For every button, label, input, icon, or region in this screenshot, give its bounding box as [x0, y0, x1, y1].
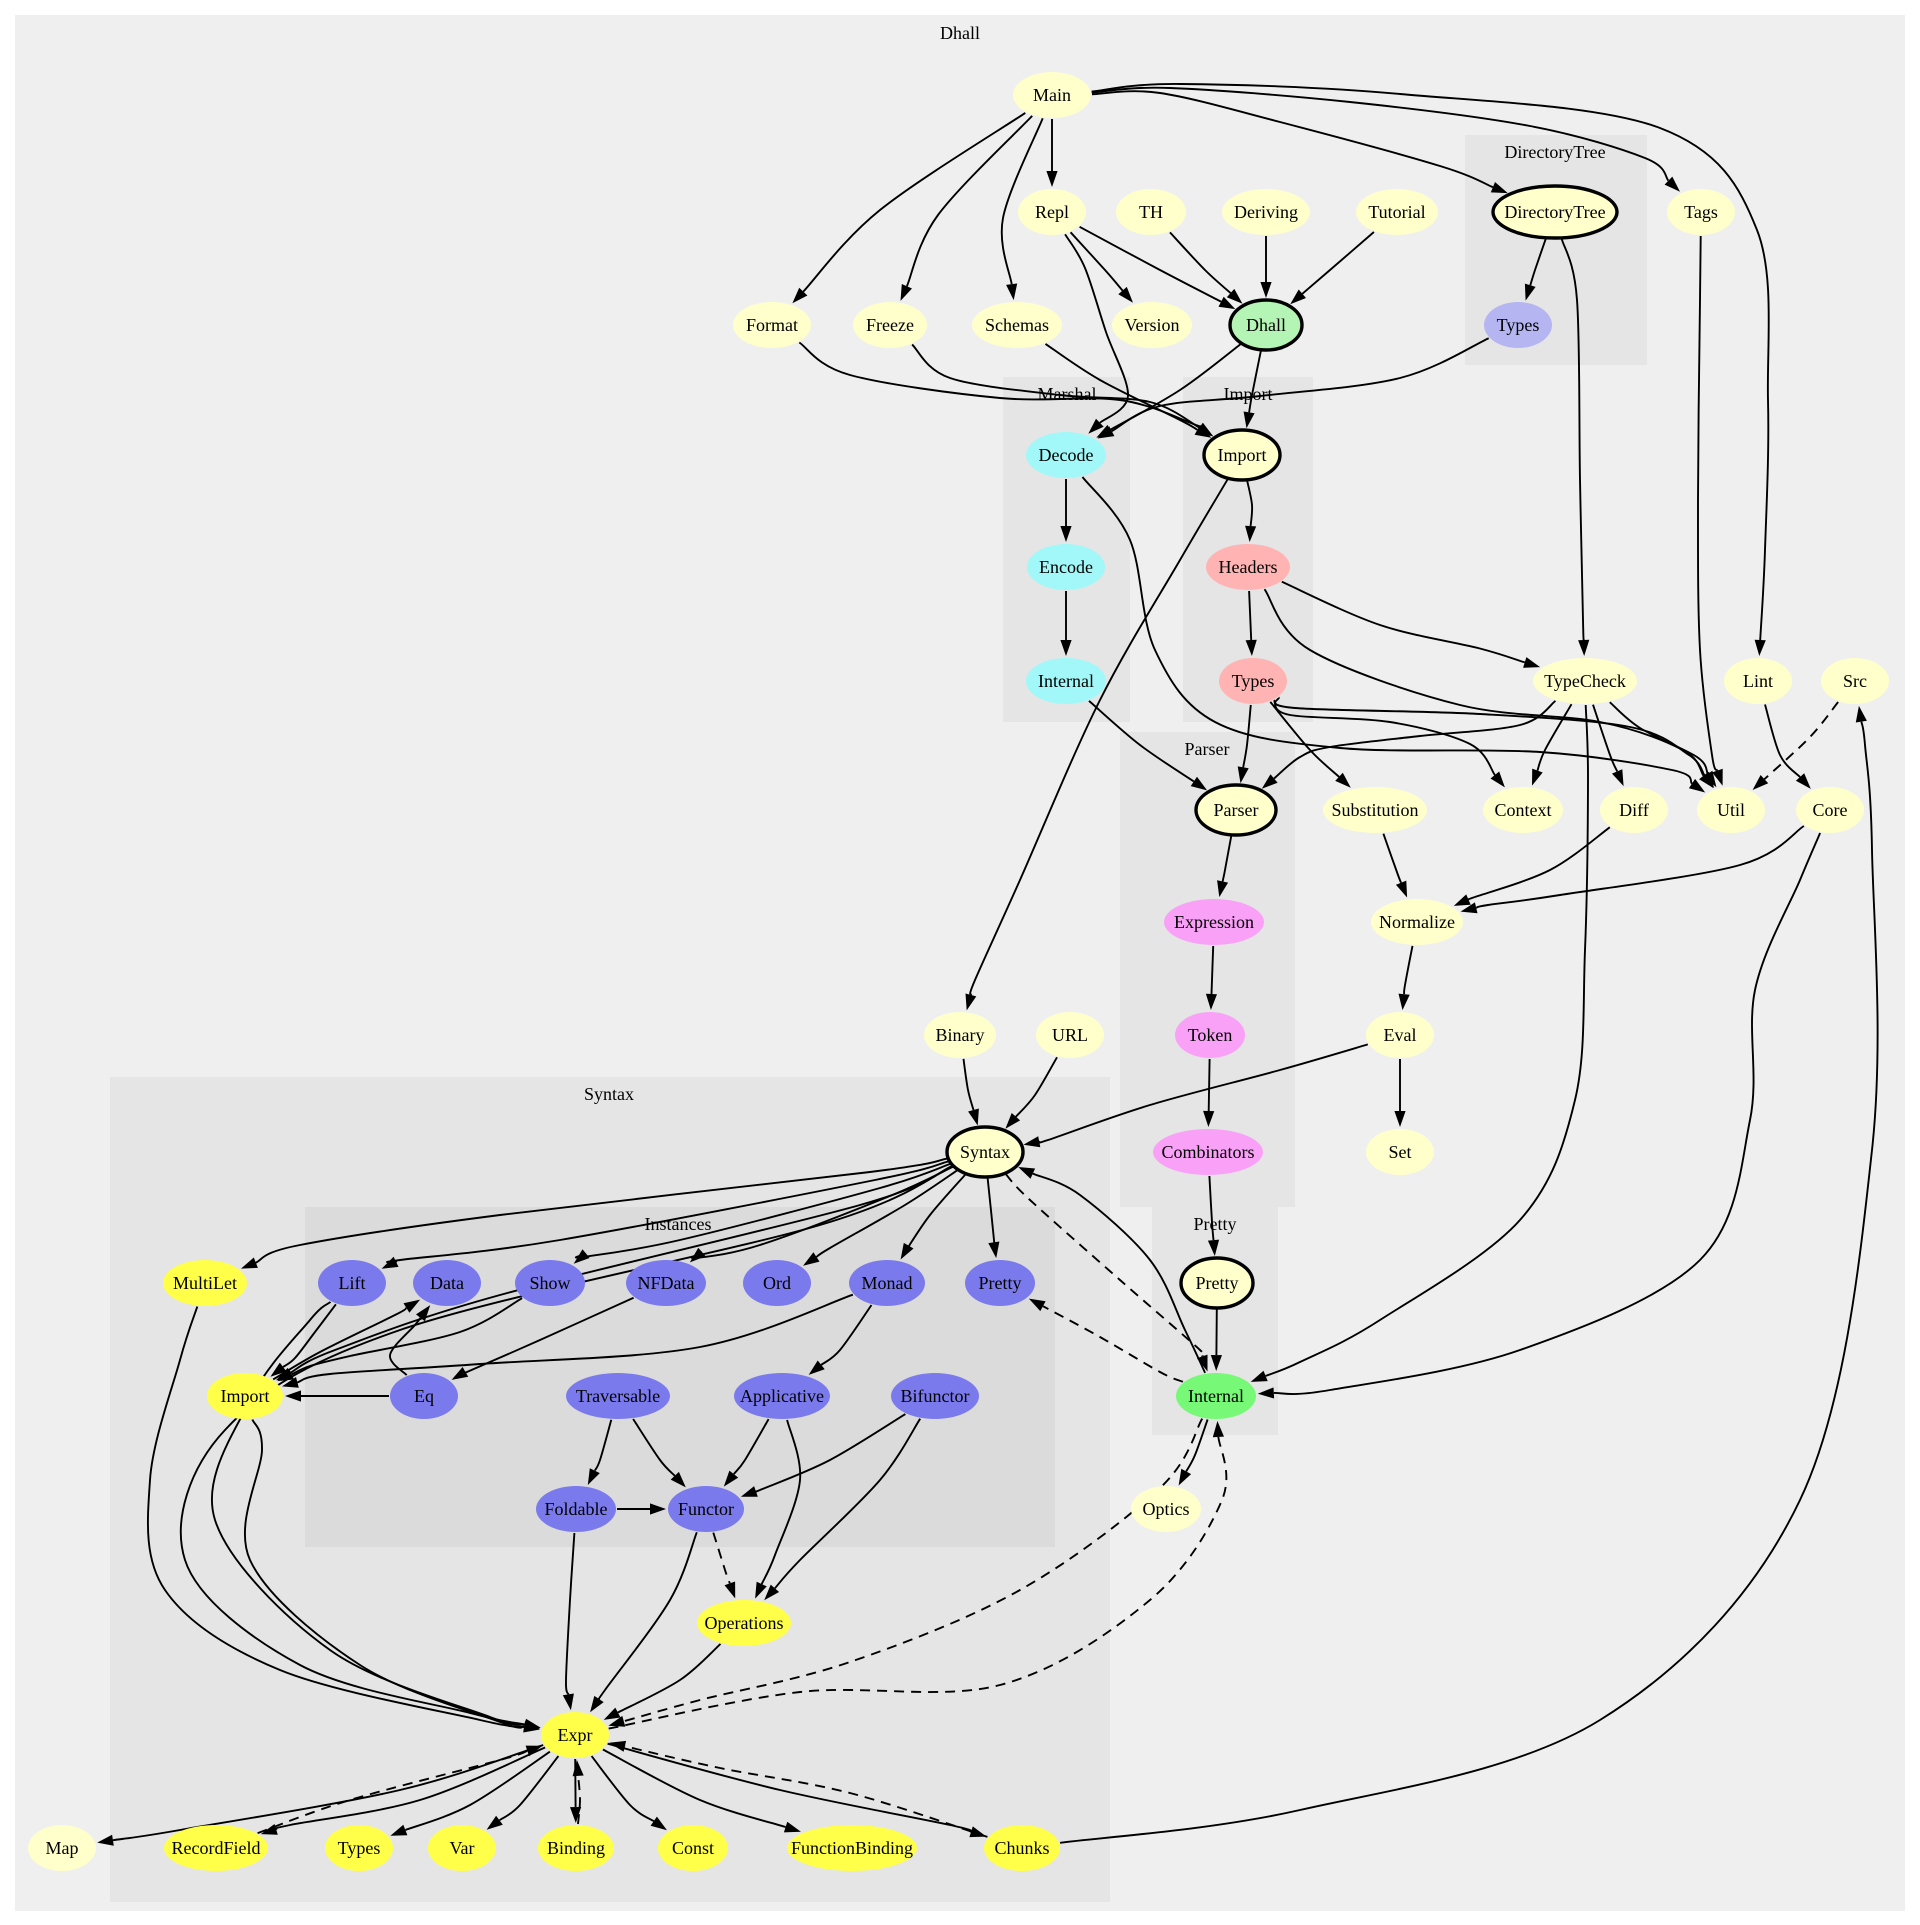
svg-text:Dhall: Dhall — [940, 23, 980, 43]
svg-text:Applicative: Applicative — [740, 1386, 824, 1406]
svg-text:Eval: Eval — [1384, 1025, 1417, 1045]
svg-text:Optics: Optics — [1143, 1499, 1190, 1519]
svg-text:DirectoryTree: DirectoryTree — [1504, 202, 1605, 222]
svg-text:Syntax: Syntax — [584, 1084, 634, 1104]
svg-text:Main: Main — [1033, 85, 1071, 105]
svg-text:Version: Version — [1125, 315, 1180, 335]
svg-text:Show: Show — [529, 1273, 570, 1293]
svg-text:Data: Data — [430, 1273, 464, 1293]
svg-text:Import: Import — [221, 1386, 270, 1406]
svg-text:TypeCheck: TypeCheck — [1544, 671, 1626, 691]
svg-text:Internal: Internal — [1038, 671, 1094, 691]
svg-text:URL: URL — [1052, 1025, 1088, 1045]
svg-text:Internal: Internal — [1188, 1386, 1244, 1406]
svg-text:Const: Const — [672, 1838, 714, 1858]
svg-text:Var: Var — [450, 1838, 475, 1858]
svg-text:Substitution: Substitution — [1331, 800, 1418, 820]
svg-text:Normalize: Normalize — [1379, 912, 1455, 932]
svg-text:Core: Core — [1813, 800, 1848, 820]
svg-text:Tags: Tags — [1684, 202, 1718, 222]
svg-text:Lift: Lift — [339, 1273, 366, 1293]
svg-text:Set: Set — [1388, 1142, 1411, 1162]
svg-text:Types: Types — [1232, 671, 1275, 691]
svg-text:Src: Src — [1843, 671, 1867, 691]
svg-text:Combinators: Combinators — [1162, 1142, 1255, 1162]
svg-text:Deriving: Deriving — [1234, 202, 1298, 222]
svg-text:Bifunctor: Bifunctor — [901, 1386, 970, 1406]
svg-text:Diff: Diff — [1619, 800, 1649, 820]
svg-text:Parser: Parser — [1185, 739, 1230, 759]
svg-text:Parser: Parser — [1214, 800, 1259, 820]
svg-text:Tutorial: Tutorial — [1368, 202, 1425, 222]
svg-text:Import: Import — [1224, 384, 1273, 404]
svg-text:Expr: Expr — [558, 1725, 593, 1745]
svg-text:Format: Format — [746, 315, 798, 335]
svg-text:Types: Types — [338, 1838, 381, 1858]
svg-text:Dhall: Dhall — [1246, 315, 1286, 335]
svg-text:Monad: Monad — [862, 1273, 913, 1293]
svg-text:Headers: Headers — [1219, 557, 1278, 577]
svg-text:Freeze: Freeze — [866, 315, 914, 335]
svg-text:FunctionBinding: FunctionBinding — [791, 1838, 913, 1858]
svg-text:Instances: Instances — [645, 1214, 712, 1234]
svg-text:Import: Import — [1218, 445, 1267, 465]
svg-text:Util: Util — [1717, 800, 1745, 820]
svg-text:DirectoryTree: DirectoryTree — [1504, 142, 1605, 162]
svg-text:Binary: Binary — [936, 1025, 985, 1045]
svg-text:MultiLet: MultiLet — [173, 1273, 237, 1293]
svg-text:Lint: Lint — [1743, 671, 1773, 691]
svg-text:Syntax: Syntax — [960, 1142, 1010, 1162]
svg-text:Traversable: Traversable — [576, 1386, 660, 1406]
svg-text:Decode: Decode — [1039, 445, 1094, 465]
svg-text:Types: Types — [1497, 315, 1540, 335]
svg-text:Repl: Repl — [1035, 202, 1069, 222]
svg-text:TH: TH — [1139, 202, 1163, 222]
svg-text:Binding: Binding — [547, 1838, 605, 1858]
svg-text:Eq: Eq — [414, 1386, 434, 1406]
svg-text:Encode: Encode — [1039, 557, 1093, 577]
svg-text:Chunks: Chunks — [994, 1838, 1049, 1858]
svg-text:Foldable: Foldable — [545, 1499, 608, 1519]
svg-text:Pretty: Pretty — [1194, 1214, 1237, 1234]
svg-text:Operations: Operations — [705, 1613, 784, 1633]
svg-text:Expression: Expression — [1174, 912, 1254, 932]
svg-text:Context: Context — [1495, 800, 1552, 820]
svg-text:Map: Map — [46, 1838, 79, 1858]
svg-text:Functor: Functor — [678, 1499, 734, 1519]
svg-text:Token: Token — [1188, 1025, 1233, 1045]
svg-text:NFData: NFData — [638, 1273, 695, 1293]
svg-text:Schemas: Schemas — [985, 315, 1049, 335]
svg-text:Pretty: Pretty — [1196, 1273, 1239, 1293]
svg-text:Pretty: Pretty — [979, 1273, 1022, 1293]
svg-text:Ord: Ord — [763, 1273, 791, 1293]
svg-text:RecordField: RecordField — [172, 1838, 261, 1858]
